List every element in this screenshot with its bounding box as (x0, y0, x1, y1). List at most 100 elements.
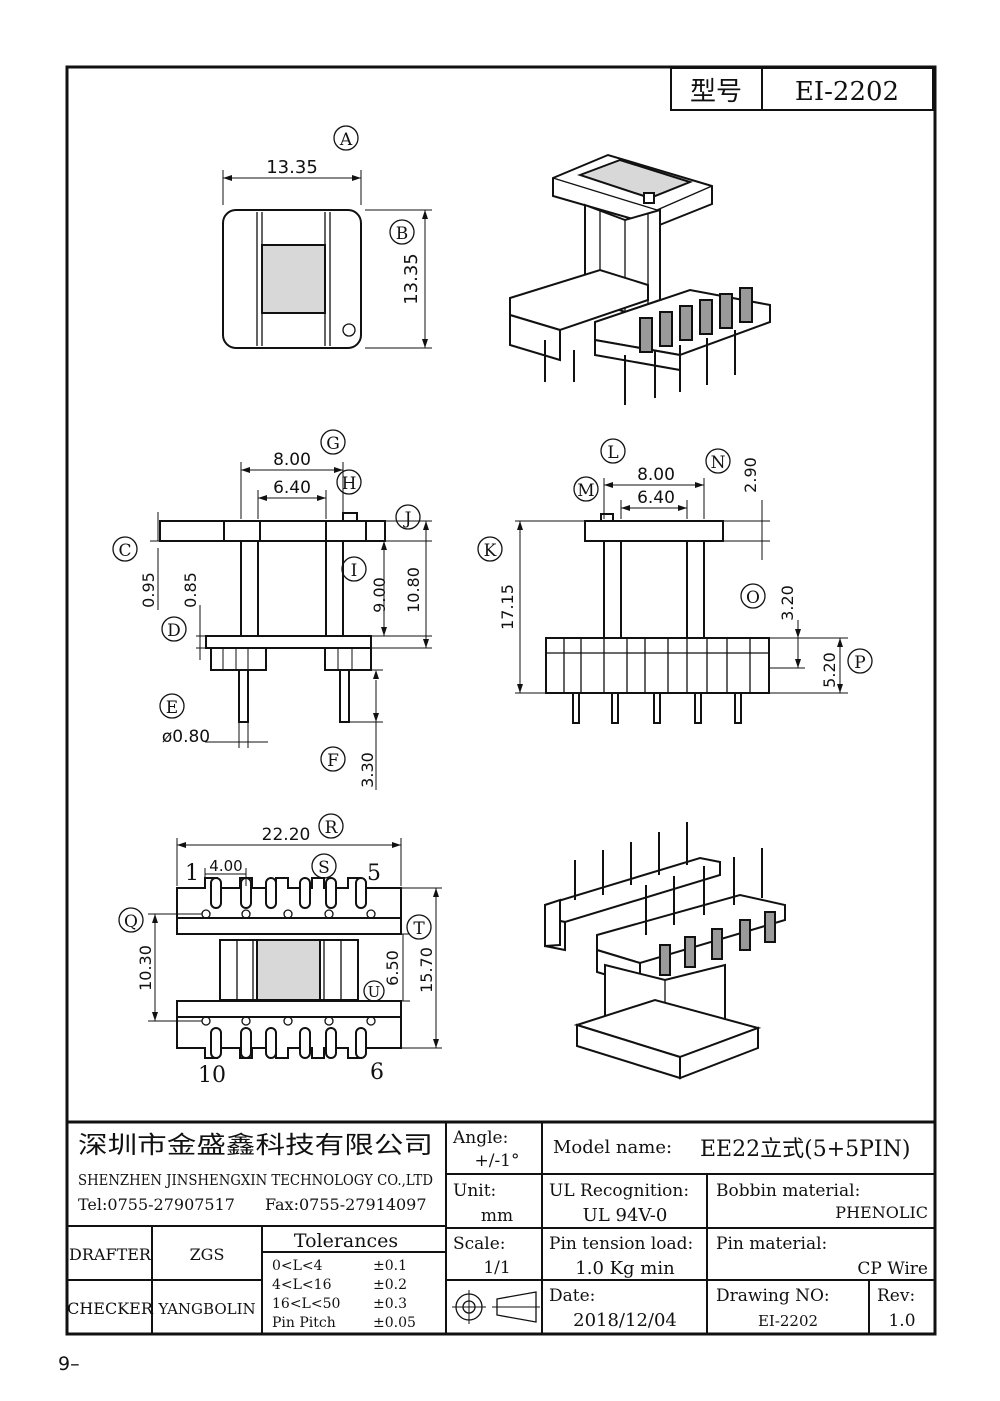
date-value: 2018/12/04 (573, 1310, 677, 1331)
label-B: B (389, 219, 415, 245)
label-H: H (336, 469, 362, 495)
scale-label: Scale: (453, 1234, 506, 1254)
tolerances-title: Tolerances (294, 1230, 398, 1252)
bobbin-material-label: Bobbin material: (716, 1181, 860, 1201)
bottom-view: 22.20 4.00 10.30 6.50 15.70 1 5 10 6 (136, 825, 442, 1088)
iso-top-comb (639, 287, 753, 353)
label-N: N (705, 448, 731, 474)
label-E: E (159, 693, 185, 719)
pin-number-6: 6 (370, 1060, 384, 1085)
tol-range-3: Pin Pitch (272, 1315, 336, 1331)
drawing-no-value: EI-2202 (758, 1312, 818, 1330)
tol-range-0: 0<L<4 (272, 1258, 323, 1274)
pin-number-5: 5 (367, 861, 381, 886)
label-Q: Q (118, 907, 144, 933)
dim-G-value: 8.00 (273, 450, 311, 470)
company-tel: Tel:0755-27907517 (78, 1195, 235, 1214)
bobbin-material-value: PHENOLIC (835, 1203, 928, 1222)
label-P: P (847, 648, 873, 674)
dim-H-value: 6.40 (273, 478, 311, 498)
top-view-square: 13.35 13.35 (222, 157, 432, 349)
rev-value: 1.0 (888, 1311, 915, 1331)
svg-text:E: E (166, 698, 178, 718)
label-F: F (320, 746, 346, 772)
dim-J-value: 10.80 (404, 567, 423, 613)
pin-material-value: CP Wire (857, 1259, 928, 1279)
drawing-frame (65, 65, 937, 1336)
label-L: L (600, 438, 626, 464)
svg-text:O: O (746, 588, 760, 608)
dim-P-value: 5.20 (820, 652, 839, 688)
svg-text:K: K (484, 541, 497, 561)
dim-A-value: 13.35 (266, 157, 318, 178)
drawing-no-label: Drawing NO: (716, 1286, 830, 1306)
pin-number-1: 1 (185, 861, 199, 886)
tol-value-1: ±0.2 (373, 1277, 407, 1293)
dim-M-value: 6.40 (637, 488, 675, 508)
company-name-en: SHENZHEN JINSHENGXIN TECHNOLOGY CO.,LTD (78, 1171, 433, 1189)
projection-symbol-icon (452, 1290, 540, 1324)
isometric-view-top (509, 153, 771, 405)
label-G: G (320, 429, 346, 455)
angle-value: +/-1° (474, 1151, 519, 1171)
label-I: I (341, 556, 367, 582)
rev-label: Rev: (877, 1286, 915, 1306)
checker-name: YANGBOLIN (157, 1300, 255, 1318)
dim-R-value: 22.20 (262, 825, 311, 845)
company-fax: Fax:0755-27914097 (265, 1195, 427, 1214)
svg-text:L: L (607, 443, 618, 463)
dim-U-value: 6.50 (383, 950, 402, 986)
dim-O-value: 3.20 (778, 585, 797, 621)
dim-I-value: 9.00 (370, 577, 389, 613)
dim-L-value: 8.00 (637, 465, 675, 485)
drafter-label: DRAFTER (69, 1245, 152, 1264)
side-view: 8.00 6.40 2.90 17.15 3.20 5.20 (498, 457, 848, 724)
tol-range-1: 4<L<16 (272, 1277, 332, 1293)
svg-text:H: H (342, 474, 357, 494)
svg-text:P: P (854, 653, 865, 673)
dim-E-value: ø0.80 (162, 727, 210, 747)
svg-text:T: T (413, 919, 425, 939)
model-name-label: Model name: (553, 1137, 672, 1158)
tol-value-3: ±0.05 (373, 1315, 416, 1331)
dim-F-value: 3.30 (358, 752, 377, 788)
pin-tension-value: 1.0 Kg min (575, 1258, 675, 1279)
checker-label: CHECKER (67, 1299, 154, 1318)
dim-T-value: 15.70 (417, 947, 436, 993)
tol-value-2: ±0.3 (373, 1296, 407, 1312)
dim-C-value: 0.95 (139, 572, 158, 608)
dimension-labels: A B C D E F G H I J K L M N O P Q R S T … (112, 125, 873, 1002)
dim-N-value: 2.90 (741, 457, 760, 493)
svg-text:M: M (577, 481, 594, 501)
front-view: 8.00 6.40 0.95 0.85 9.00 10.80 ø0.80 (139, 450, 432, 790)
label-C: C (112, 536, 138, 562)
label-R: R (318, 813, 344, 839)
dim-B-value: 13.35 (401, 253, 422, 305)
model-number: EI-2202 (795, 77, 899, 107)
unit-value: mm (481, 1206, 513, 1226)
title-block: 深圳市金盛鑫科技有限公司 SHENZHEN JINSHENGXIN TECHNO… (67, 1120, 935, 1334)
tol-range-2: 16<L<50 (272, 1296, 340, 1312)
pin-material-label: Pin material: (716, 1234, 827, 1254)
svg-text:F: F (327, 751, 339, 771)
label-O: O (740, 583, 766, 609)
angle-label: Angle: (452, 1128, 508, 1148)
date-label: Date: (549, 1286, 595, 1306)
label-M: M (573, 476, 599, 502)
svg-text:U: U (368, 983, 381, 1001)
isometric-view-bottom (544, 822, 786, 1080)
model-number-box: 型号 EI-2202 (670, 67, 934, 111)
svg-text:S: S (318, 858, 330, 878)
svg-text:I: I (351, 561, 358, 581)
tol-value-0: ±0.1 (373, 1258, 407, 1274)
label-K: K (477, 536, 503, 562)
page-number: 9– (58, 1353, 80, 1375)
label-U: U (363, 980, 385, 1002)
unit-label: Unit: (453, 1181, 496, 1201)
ul-label: UL Recognition: (549, 1181, 689, 1201)
label-T: T (406, 914, 432, 940)
svg-text:R: R (325, 818, 339, 838)
svg-text:J: J (403, 509, 412, 529)
label-J: J (395, 504, 421, 530)
svg-text:G: G (326, 434, 340, 454)
